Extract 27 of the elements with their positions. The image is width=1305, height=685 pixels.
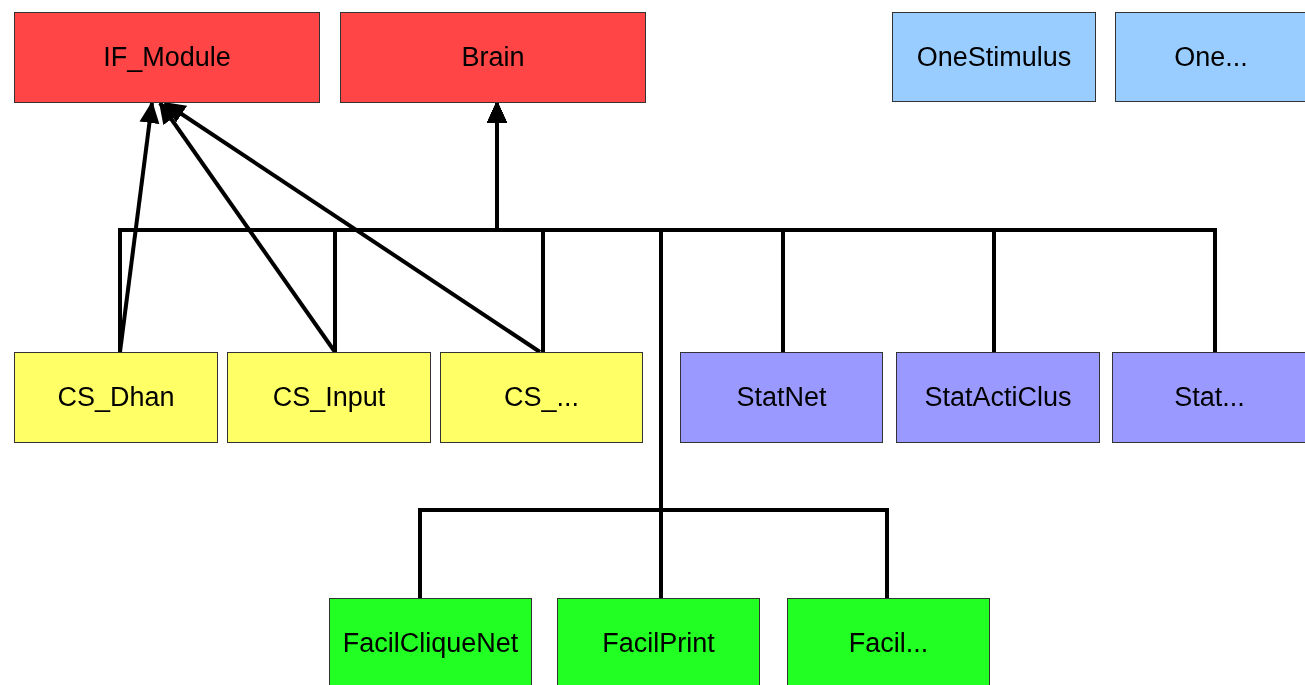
inheritance-arrow [163, 101, 542, 354]
class-box [1115, 12, 1305, 102]
class-name: OneStimulus [916, 41, 1072, 73]
class-name: CS_Dhan [57, 382, 175, 413]
class-name: CS_... [504, 382, 579, 413]
class-box [227, 352, 431, 443]
class-name: Brain [461, 42, 525, 73]
class-name: CS_Input [272, 382, 386, 413]
class-box [14, 12, 320, 103]
class-box [892, 12, 1096, 102]
class-name: Stat... [1174, 382, 1245, 413]
class-box [14, 352, 218, 443]
class-name: StatActiClus [924, 382, 1072, 413]
class-name: FacilCliqueNet [342, 627, 519, 659]
class-name: One... [1174, 41, 1248, 73]
class-name: Facil... [848, 627, 929, 659]
class-box [787, 598, 990, 685]
class-box [680, 352, 883, 443]
class-name: IF_Module [103, 42, 231, 73]
class-box [340, 12, 646, 103]
class-name: FacilPrint [602, 627, 715, 659]
class-box [557, 598, 760, 685]
class-box [440, 352, 643, 443]
class-box [896, 352, 1100, 443]
class-box [329, 598, 532, 685]
class-box [1112, 352, 1305, 443]
class-name: StatNet [736, 382, 827, 413]
